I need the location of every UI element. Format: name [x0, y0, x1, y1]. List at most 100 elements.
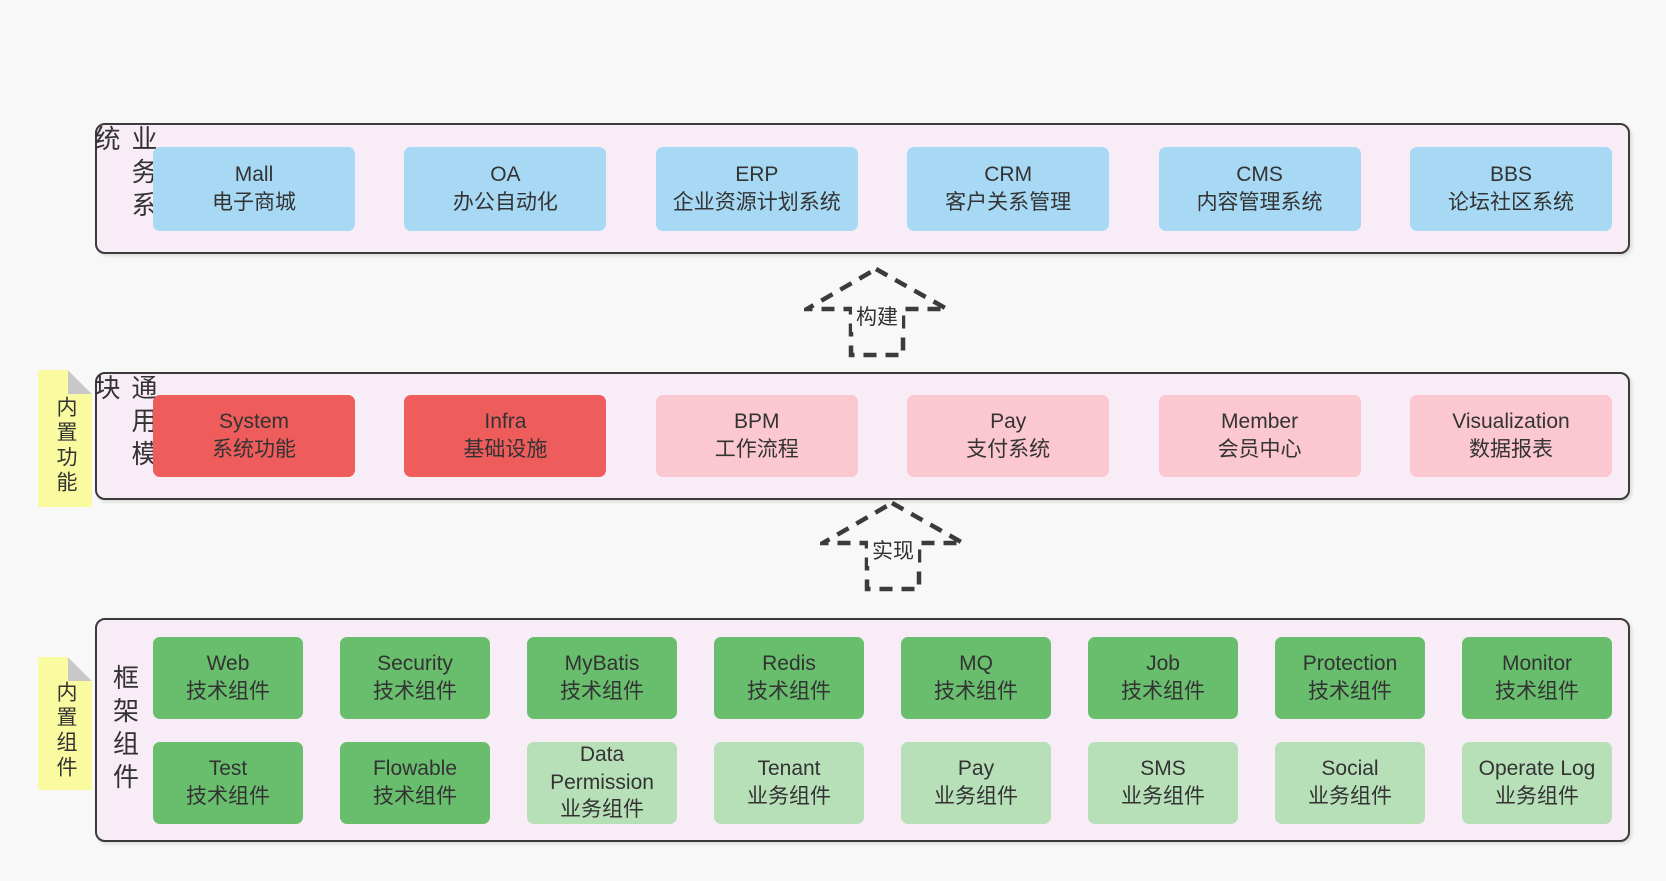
box-row: Web 技术组件 Security 技术组件 MyBatis 技术组件 Redi…	[153, 636, 1612, 719]
box-social: Social 业务组件	[1275, 741, 1425, 824]
module-title: CRM	[984, 162, 1033, 186]
box-security: Security 技术组件	[340, 636, 490, 719]
box-operate-log: Operate Log 业务组件	[1462, 741, 1612, 824]
box-crm: CRM 客户关系管理	[907, 146, 1110, 231]
module-subtitle: 内容管理系统	[1196, 190, 1323, 214]
module-title: Visualization	[1452, 410, 1570, 434]
module-subtitle: 业务组件	[934, 784, 1018, 808]
box-job: Job 技术组件	[1088, 636, 1238, 719]
box-bpm: BPM 工作流程	[655, 395, 858, 477]
module-title: Member	[1221, 410, 1299, 434]
module-title: Protection	[1302, 651, 1398, 675]
section-framework-components: 框架组件 Web 技术组件 Security 技术组件 MyBatis 技术组件…	[95, 618, 1630, 842]
sticky-note-label: 内置组件	[54, 680, 77, 781]
box-oa: OA 办公自动化	[404, 146, 607, 231]
module-subtitle: 技术组件	[186, 679, 270, 703]
section-box-rows: System 系统功能 Infra 基础设施 BPM 工作流程 Pay 支付系统…	[153, 374, 1612, 498]
module-subtitle: 基础设施	[463, 438, 548, 461]
module-subtitle: 系统功能	[212, 438, 296, 461]
module-title: Mall	[234, 162, 274, 186]
module-subtitle: 业务组件	[747, 784, 831, 808]
sticky-note-label: 内置功能	[54, 395, 77, 496]
module-subtitle: 技术组件	[186, 784, 270, 808]
module-subtitle: 技术组件	[747, 679, 831, 703]
section-label: 通用模块	[91, 374, 158, 473]
section-common-modules: 通用模块 System 系统功能 Infra 基础设施 BPM 工作流程 Pay…	[91, 372, 1630, 500]
module-subtitle: 电子商城	[212, 190, 296, 214]
module-subtitle: 技术组件	[934, 679, 1018, 703]
module-subtitle: 技术组件	[1495, 679, 1579, 703]
module-subtitle: 论坛社区系统	[1447, 190, 1574, 214]
module-title: Operate Log	[1478, 756, 1596, 780]
module-title: Flowable	[372, 756, 458, 780]
module-title: Redis	[762, 651, 816, 675]
module-title: Tenant	[757, 756, 821, 780]
box-row: System 系统功能 Infra 基础设施 BPM 工作流程 Pay 支付系统…	[153, 395, 1612, 477]
module-title: Pay	[990, 410, 1027, 434]
module-title: Data Permission	[550, 742, 654, 794]
box-infra: Infra 基础设施	[404, 395, 607, 477]
implement-arrow: 实现	[820, 500, 966, 592]
box-pay: Pay 支付系统	[907, 395, 1110, 477]
module-title: Pay	[957, 756, 995, 780]
module-title: Infra	[484, 410, 527, 434]
dashed-up-arrow-icon	[820, 500, 966, 592]
arrow-label: 构建	[852, 300, 902, 332]
module-title: Test	[208, 756, 248, 780]
module-title: BBS	[1489, 162, 1532, 186]
build-arrow: 构建	[804, 266, 950, 358]
box-mq: MQ 技术组件	[901, 636, 1051, 719]
box-member: Member 会员中心	[1158, 395, 1361, 477]
section-business-systems: 业务系统 Mall 电子商城 OA 办公自动化 ERP 企业资源计划系统 CRM…	[91, 123, 1630, 254]
module-subtitle: 技术组件	[373, 679, 457, 703]
box-redis: Redis 技术组件	[714, 636, 864, 719]
module-subtitle: 数据报表	[1468, 438, 1553, 461]
module-title: Web	[206, 651, 250, 675]
module-subtitle: 办公自动化	[452, 190, 558, 214]
box-system: System 系统功能	[153, 395, 355, 477]
box-row: Mall 电子商城 OA 办公自动化 ERP 企业资源计划系统 CRM 客户关系…	[153, 146, 1612, 231]
module-title: MQ	[959, 651, 993, 675]
box-mall: Mall 电子商城	[153, 146, 355, 231]
box-erp: ERP 企业资源计划系统	[655, 146, 858, 231]
arrow-label: 实现	[868, 534, 918, 566]
section-box-rows: Mall 电子商城 OA 办公自动化 ERP 企业资源计划系统 CRM 客户关系…	[153, 125, 1612, 252]
module-title: CMS	[1236, 162, 1283, 186]
box-bbs: BBS 论坛社区系统	[1409, 146, 1612, 231]
section-label: 业务系统	[91, 125, 158, 224]
module-subtitle: 业务组件	[1121, 784, 1205, 808]
box-test: Test 技术组件	[153, 741, 303, 824]
box-visualization: Visualization 数据报表	[1409, 395, 1612, 477]
dashed-up-arrow-icon	[804, 266, 950, 358]
module-title: Monitor	[1501, 651, 1573, 675]
module-subtitle: 技术组件	[1121, 679, 1205, 703]
box-data-permission: Data Permission 业务组件	[527, 741, 677, 824]
module-subtitle: 业务组件	[560, 798, 644, 822]
module-subtitle: 企业资源计划系统	[672, 190, 841, 214]
module-title: MyBatis	[564, 651, 640, 675]
module-subtitle: 工作流程	[714, 438, 799, 461]
module-subtitle: 技术组件	[560, 679, 644, 703]
module-title: Security	[377, 651, 453, 675]
sticky-note-built-in-features: 内置功能	[38, 370, 92, 507]
module-title: Social	[1321, 756, 1379, 780]
module-subtitle: 支付系统	[966, 438, 1051, 461]
module-title: OA	[490, 162, 521, 186]
box-sms: SMS 业务组件	[1088, 741, 1238, 824]
module-subtitle: 技术组件	[373, 784, 457, 808]
box-tenant: Tenant 业务组件	[714, 741, 864, 824]
box-protection: Protection 技术组件	[1275, 636, 1425, 719]
section-label: 框架组件	[109, 664, 140, 796]
module-subtitle: 技术组件	[1308, 679, 1392, 703]
module-title: ERP	[735, 162, 779, 186]
module-title: Job	[1146, 651, 1180, 675]
box-row: Test 技术组件 Flowable 技术组件 Data Permission …	[153, 741, 1612, 824]
module-title: BPM	[734, 410, 780, 434]
box-monitor: Monitor 技术组件	[1462, 636, 1612, 719]
sticky-note-built-in-components: 内置组件	[38, 657, 92, 790]
module-subtitle: 会员中心	[1217, 438, 1302, 461]
box-flowable: Flowable 技术组件	[340, 741, 490, 824]
section-box-rows: Web 技术组件 Security 技术组件 MyBatis 技术组件 Redi…	[153, 620, 1612, 840]
box-web: Web 技术组件	[153, 636, 303, 719]
